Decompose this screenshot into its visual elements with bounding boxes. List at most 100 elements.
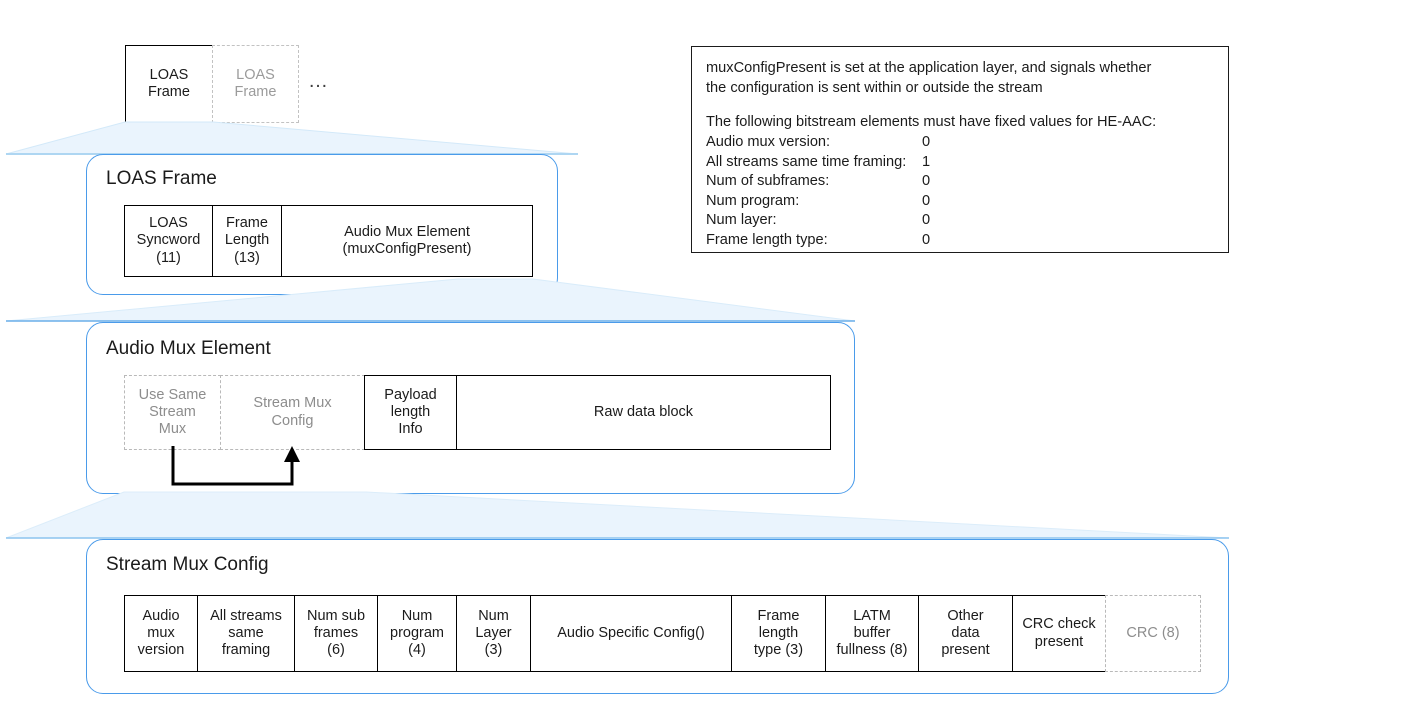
stream-mux-config-section-title: Stream Mux Config bbox=[106, 554, 269, 575]
note-value-name: Num layer: bbox=[706, 212, 777, 229]
cell-line2: mux bbox=[147, 624, 175, 641]
note-value-row: Frame length type: 0 bbox=[706, 231, 1214, 250]
cell-line1: Audio Mux Element bbox=[344, 223, 470, 240]
audio-mux-cell-use-same-stream-mux: Use Same Stream Mux bbox=[124, 375, 221, 450]
note-value-name: Frame length type: bbox=[706, 231, 828, 248]
loas-frame-section-title: LOAS Frame bbox=[106, 168, 217, 189]
note-paragraph-line-2: the configuration is sent within or outs… bbox=[706, 80, 1043, 97]
cell-line2: present bbox=[1034, 633, 1084, 650]
cell-line2: frames bbox=[313, 624, 359, 641]
loas-frame-cell-loas-syncword: LOAS Syncword (11) bbox=[124, 205, 213, 277]
cell-line1: Num sub bbox=[306, 607, 366, 624]
cell-line1: Use Same bbox=[138, 386, 207, 403]
note-value-row: Audio mux version: 0 bbox=[706, 133, 1214, 152]
funnel-connector-stream-mux-config bbox=[0, 490, 1280, 542]
cell-line3: fullness (8) bbox=[836, 642, 908, 659]
cell-line3: (11) bbox=[156, 249, 181, 266]
cell-line2: same bbox=[228, 624, 264, 641]
cell-line1: CRC (8) bbox=[1126, 624, 1180, 641]
cell-line2: Length bbox=[224, 232, 270, 249]
note-value-value: 0 bbox=[922, 231, 931, 248]
cell-line3: type (3) bbox=[753, 642, 804, 659]
audio-mux-element-field-row: Use Same Stream Mux Stream Mux Config Pa… bbox=[124, 375, 831, 450]
note-value-name: All streams same time framing: bbox=[706, 153, 907, 170]
cell-line3: present bbox=[941, 642, 990, 659]
cell-line2: buffer bbox=[853, 624, 891, 641]
note-heading: The following bitstream elements must ha… bbox=[706, 113, 1157, 130]
note-value-name: Num program: bbox=[706, 192, 800, 209]
cell-line2: length bbox=[390, 403, 431, 420]
loas-frame-box-1: LOAS Frame bbox=[125, 45, 213, 123]
cell-line3: Mux bbox=[158, 421, 187, 438]
smc-cell-num-sub-frames: Num sub frames (6) bbox=[294, 595, 378, 672]
cell-line1: Num bbox=[478, 607, 509, 624]
cell-line1: Audio bbox=[142, 607, 180, 624]
cell-line2: (muxConfigPresent) bbox=[342, 241, 472, 257]
cell-line1: LOAS bbox=[149, 215, 188, 232]
audio-mux-cell-payload-length-info: Payload length Info bbox=[364, 375, 457, 450]
loas-frame-cell-audio-mux-element: Audio Mux Element (muxConfigPresent) bbox=[281, 205, 533, 277]
loas-frame-field-row: LOAS Syncword (11) Frame Length (13) Aud… bbox=[124, 205, 533, 277]
cell-line1: Frame bbox=[226, 215, 268, 232]
note-value-value: 1 bbox=[922, 153, 931, 170]
cell-line3: (3) bbox=[484, 642, 503, 659]
smc-cell-crc-check-present: CRC check present bbox=[1012, 595, 1106, 672]
cell-line1: Raw data block bbox=[593, 403, 694, 420]
loas-frame-box-1-line2: Frame bbox=[148, 84, 190, 100]
loas-frame-box-2-line1: LOAS bbox=[236, 66, 275, 83]
loas-frame-box-1-line1: LOAS bbox=[149, 66, 189, 83]
smc-cell-crc: CRC (8) bbox=[1105, 595, 1201, 672]
cell-line1: Payload bbox=[384, 386, 437, 403]
loas-frame-cell-frame-length: Frame Length (13) bbox=[212, 205, 282, 277]
note-value-value: 0 bbox=[922, 212, 931, 229]
cell-line1: Num bbox=[401, 607, 433, 624]
funnel-connector-audio-mux-element bbox=[0, 277, 900, 325]
cell-line3: (13) bbox=[234, 249, 260, 266]
smc-cell-audio-specific-config: Audio Specific Config() bbox=[530, 595, 732, 672]
stream-mux-config-field-row: Audio mux version All streams same frami… bbox=[124, 595, 1201, 672]
note-value-value: 0 bbox=[922, 134, 931, 151]
note-spacer bbox=[706, 100, 1214, 113]
cell-line2: Stream bbox=[149, 403, 196, 420]
cell-line2: length bbox=[758, 624, 799, 641]
audio-mux-cell-stream-mux-config: Stream Mux Config bbox=[220, 375, 365, 450]
cell-line1: Stream Mux bbox=[253, 395, 332, 412]
audio-mux-cell-raw-data-block: Raw data block bbox=[456, 375, 831, 450]
note-value-name: Num of subframes: bbox=[706, 173, 830, 190]
smc-cell-frame-length-type: Frame length type (3) bbox=[731, 595, 826, 672]
note-paragraph-line-1: muxConfigPresent is set at the applicati… bbox=[706, 60, 1152, 76]
smc-cell-audio-mux-version: Audio mux version bbox=[124, 595, 198, 672]
cell-line3: framing bbox=[221, 642, 271, 659]
note-value-row: Num of subframes: 0 bbox=[706, 172, 1214, 191]
cell-line2: program bbox=[390, 624, 444, 641]
audio-mux-element-section-title: Audio Mux Element bbox=[106, 338, 271, 359]
note-value-row: Num layer: 0 bbox=[706, 211, 1214, 230]
smc-cell-other-data-present: Other data present bbox=[918, 595, 1013, 672]
ellipsis-label: … bbox=[308, 70, 330, 92]
use-same-stream-mux-loop-arrow-icon bbox=[160, 444, 340, 504]
note-value-value: 0 bbox=[922, 192, 931, 209]
note-value-name: Audio mux version: bbox=[706, 134, 831, 151]
cell-line1: Frame bbox=[757, 607, 800, 624]
cell-line3: (4) bbox=[408, 642, 426, 659]
cell-line2: Layer bbox=[475, 624, 512, 641]
smc-cell-all-streams-same-framing: All streams same framing bbox=[197, 595, 295, 672]
smc-cell-num-layer: Num Layer (3) bbox=[456, 595, 531, 672]
cell-line3: Info bbox=[398, 421, 423, 438]
note-value-row: All streams same time framing: 1 bbox=[706, 153, 1214, 172]
smc-cell-num-program: Num program (4) bbox=[377, 595, 457, 672]
note-box: muxConfigPresent is set at the applicati… bbox=[691, 46, 1229, 253]
smc-cell-latm-buffer-fullness: LATM buffer fullness (8) bbox=[825, 595, 919, 672]
cell-line2: data bbox=[951, 624, 980, 641]
note-value-row: Num program: 0 bbox=[706, 192, 1214, 211]
note-value-value: 0 bbox=[922, 173, 931, 190]
cell-line1: Audio Specific Config() bbox=[557, 624, 705, 641]
cell-line3: (6) bbox=[327, 642, 345, 659]
cell-line1: LATM bbox=[853, 607, 891, 624]
cell-line1: All streams bbox=[210, 607, 282, 624]
cell-line2: Config bbox=[271, 412, 314, 429]
loas-frame-box-2-line2: Frame bbox=[234, 84, 277, 100]
cell-line1: Other bbox=[947, 607, 984, 624]
cell-line3: version bbox=[137, 642, 185, 659]
cell-line1: CRC check bbox=[1022, 616, 1096, 633]
